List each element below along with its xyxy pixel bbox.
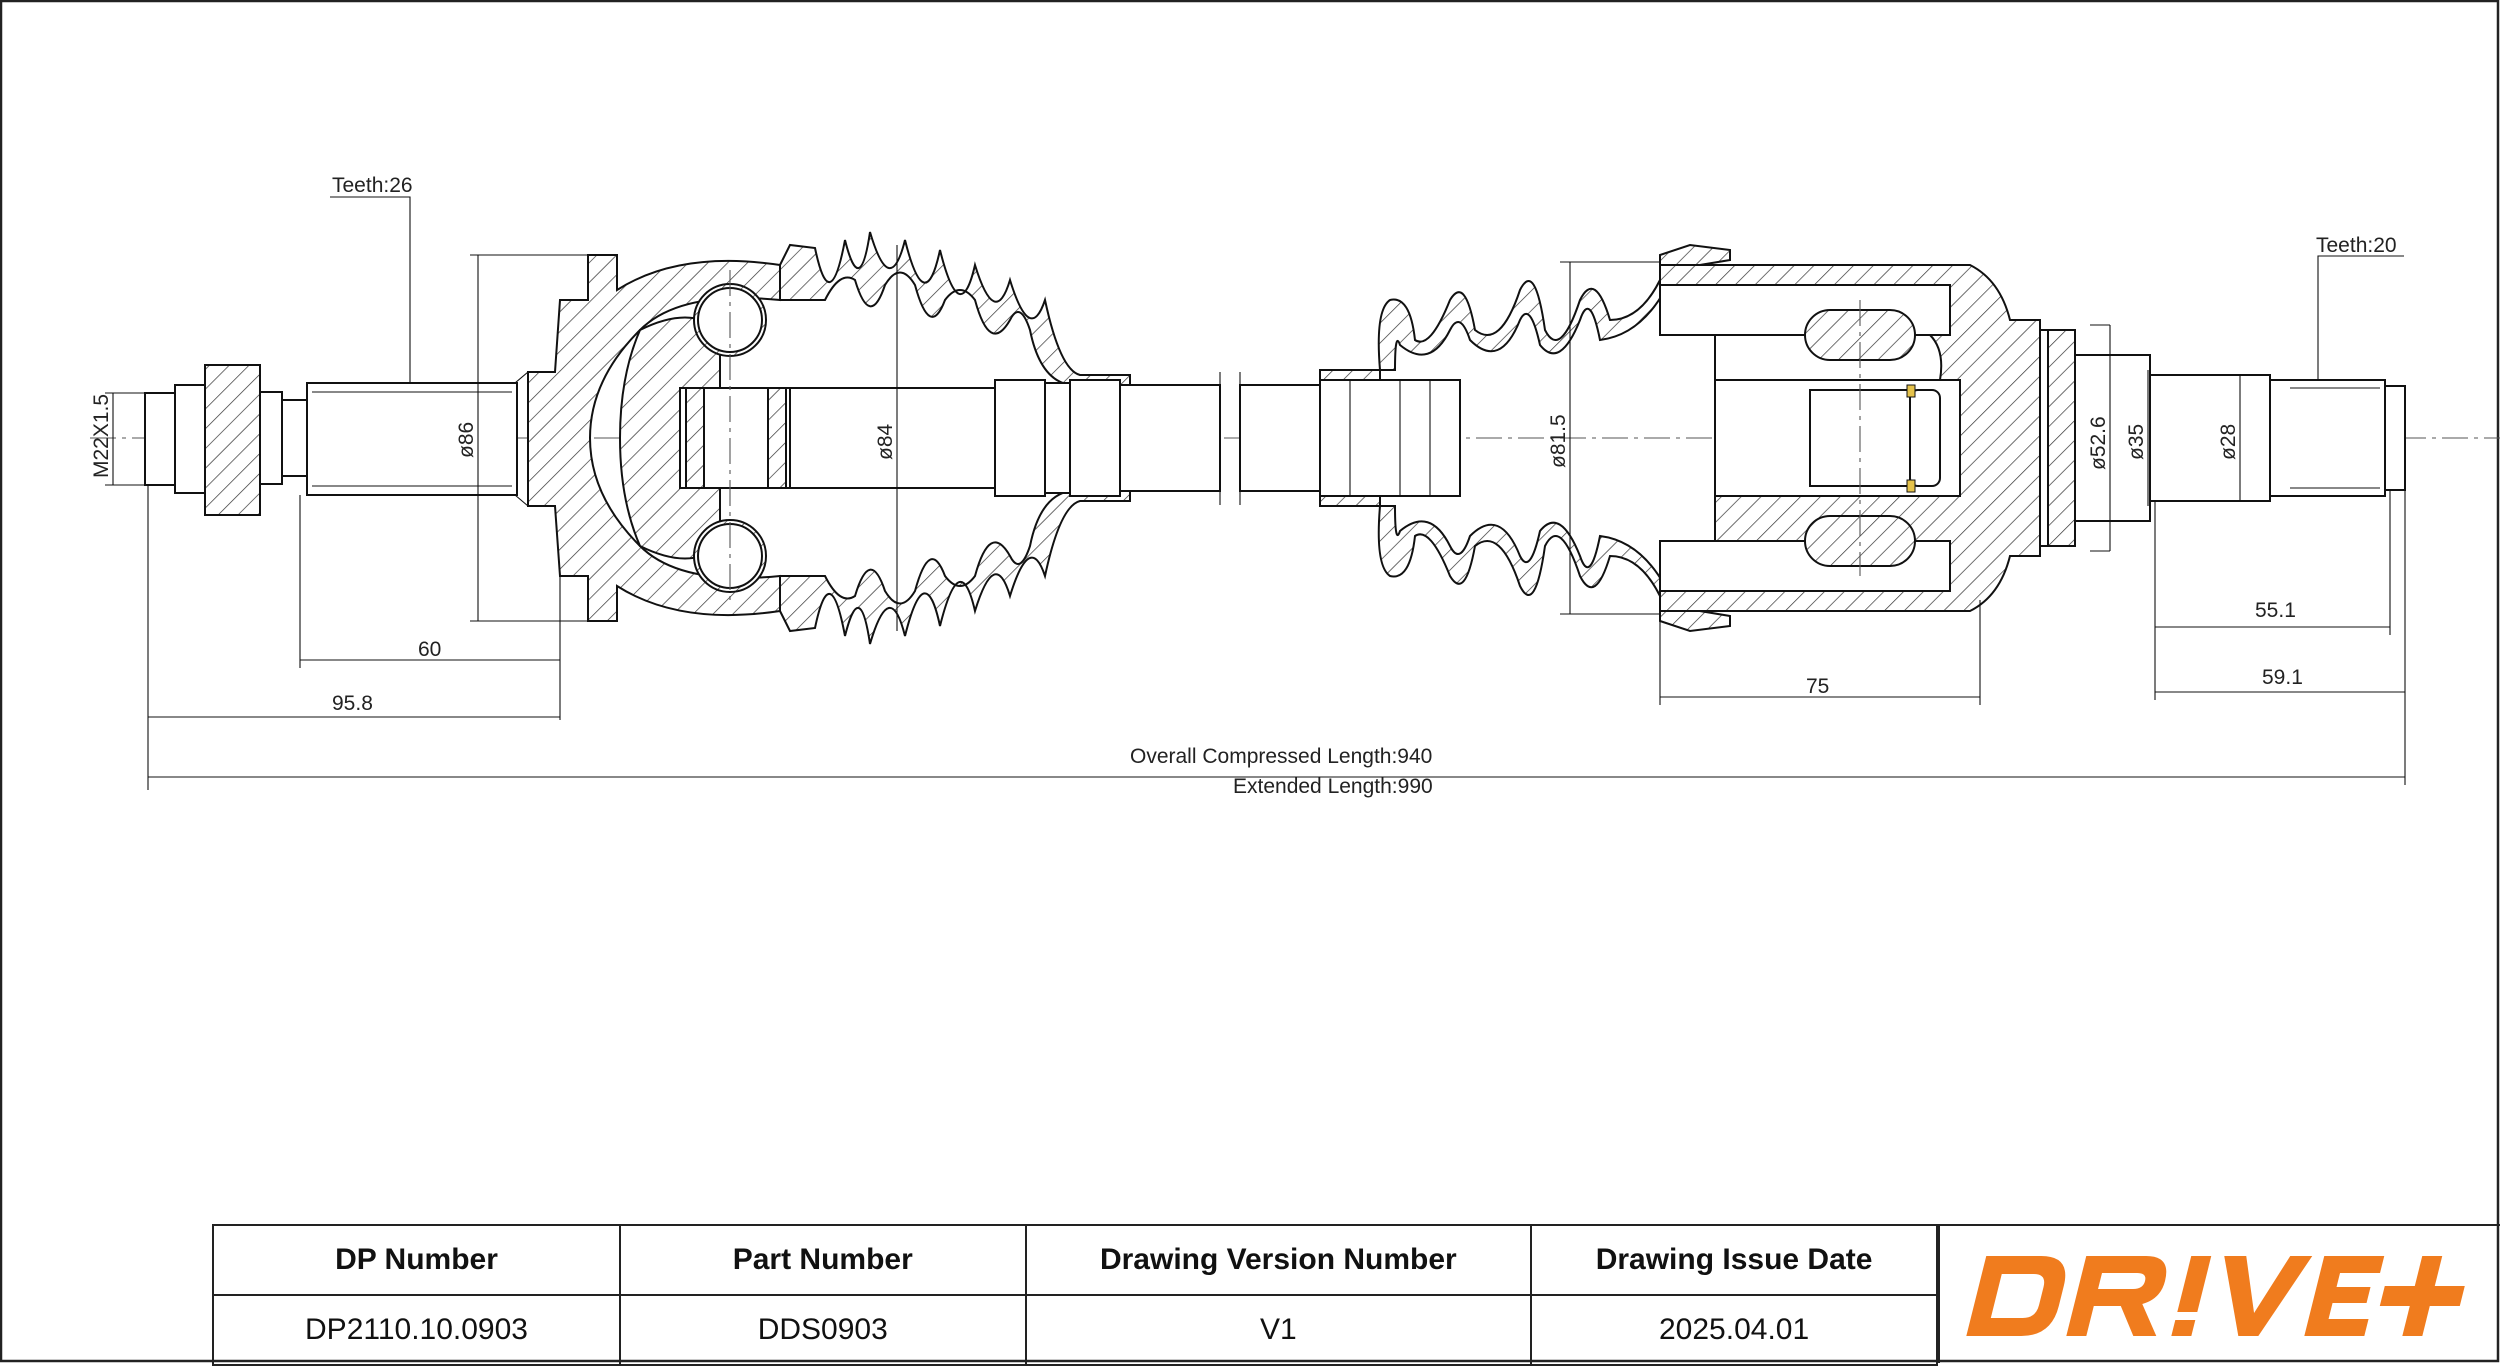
version-header: Drawing Version Number (1024, 1224, 1533, 1296)
dia-86-label: ø86 (455, 422, 478, 458)
version-value: V1 (1024, 1294, 1533, 1366)
part-number-header: Part Number (619, 1224, 1027, 1296)
thread-label: M22X1.5 (90, 394, 113, 478)
dia-81-5-label: ø81.5 (1547, 414, 1570, 468)
dp-number-header: DP Number (211, 1224, 622, 1296)
dimension-lines (105, 196, 2406, 790)
dia-35-label: ø35 (2125, 424, 2148, 460)
logo-mark (1966, 1256, 2465, 1336)
left-spline-stub (306, 371, 529, 507)
part-number-value: DDS0903 (619, 1294, 1027, 1366)
title-header-row: DP Number Part Number Drawing Version Nu… (211, 1224, 1938, 1296)
drive-logo (1938, 1224, 2500, 1363)
extended-length-label: Extended Length:990 (1233, 775, 1433, 798)
tripod-housing (1659, 264, 2041, 612)
len-55-1-label: 55.1 (2255, 599, 2296, 622)
left-thread-nut (144, 364, 308, 516)
dia-52-6-label: ø52.6 (2087, 416, 2110, 470)
len-95-8-label: 95.8 (332, 692, 373, 715)
shaft (789, 372, 1321, 505)
title-value-row: DP2110.10.0903 DDS0903 V1 2025.04.01 (211, 1294, 1938, 1366)
right-stub-shaft (2039, 329, 2406, 547)
title-table: DP Number Part Number Drawing Version Nu… (211, 1224, 1938, 1366)
inner-boot (1319, 243, 1731, 633)
dimension-labels: Teeth:26 Teeth:20 M22X1.5 ø86 ø84 ø81.5 … (90, 174, 2397, 798)
title-block: DP Number Part Number Drawing Version Nu… (211, 1224, 2500, 1366)
overall-length-label: Overall Compressed Length:940 (1130, 745, 1432, 768)
issue-date-value: 2025.04.01 (1530, 1294, 1938, 1366)
len-75-label: 75 (1806, 675, 1829, 698)
right-teeth-label: Teeth:20 (2316, 234, 2397, 257)
outer-cv-housing (527, 254, 791, 622)
dp-number-value: DP2110.10.0903 (211, 1294, 622, 1366)
len-59-1-label: 59.1 (2262, 666, 2303, 689)
dia-28-label: ø28 (2217, 424, 2240, 460)
len-60-label: 60 (418, 638, 441, 661)
left-teeth-label: Teeth:26 (332, 174, 413, 197)
outer-boot (779, 231, 1131, 645)
dia-84-label: ø84 (874, 423, 897, 460)
issue-date-header: Drawing Issue Date (1530, 1224, 1938, 1296)
